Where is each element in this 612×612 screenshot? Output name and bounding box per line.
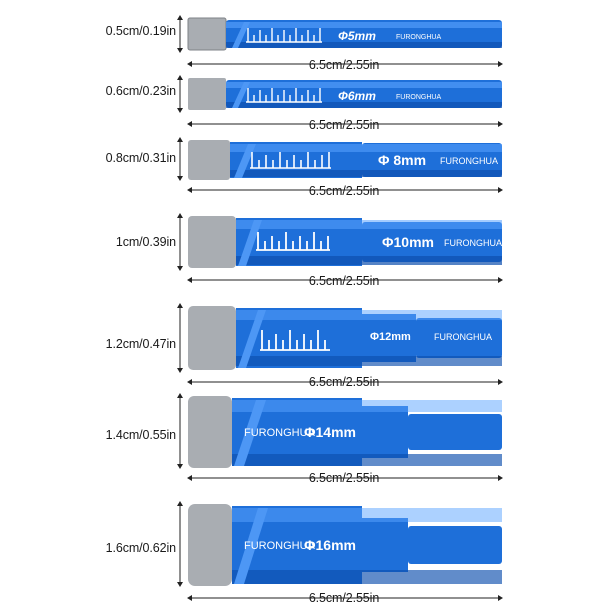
diamond-tip bbox=[188, 18, 226, 50]
bit-row-14mm: 1.4cm/0.55in FURONGHUA Φ14mm 6.5cm/2.55i… bbox=[0, 392, 612, 492]
arrow-icon bbox=[177, 48, 183, 53]
arrow-icon bbox=[187, 595, 192, 601]
arrow-icon bbox=[187, 187, 192, 193]
arrow-icon bbox=[177, 108, 183, 113]
bit-5mm-drawing: Φ5mm FURONGHUA bbox=[177, 15, 503, 67]
arrow-icon bbox=[177, 393, 183, 398]
length-label: 6.5cm/2.55in bbox=[308, 274, 380, 288]
scale-marks bbox=[246, 88, 322, 103]
size-marking: Φ16mm bbox=[304, 537, 356, 553]
arrow-icon bbox=[498, 475, 503, 481]
scale-marks bbox=[250, 152, 331, 169]
arrow-icon bbox=[177, 368, 183, 373]
spiral-groove bbox=[238, 310, 266, 368]
spiral-groove bbox=[232, 82, 250, 108]
length-label: 6.5cm/2.55in bbox=[308, 471, 380, 485]
diamond-tip bbox=[188, 396, 232, 468]
length-label: 6.5cm/2.55in bbox=[308, 118, 380, 132]
arrow-icon bbox=[187, 475, 192, 481]
brand-marking: FURONGHUA bbox=[396, 94, 441, 101]
size-marking: Φ 8mm bbox=[378, 152, 426, 168]
brand-marking: FURONGHUA bbox=[434, 332, 492, 342]
length-label: 6.5cm/2.55in bbox=[308, 184, 380, 198]
arrow-icon bbox=[177, 176, 183, 181]
arrow-icon bbox=[187, 121, 192, 127]
brand-marking: FURONGHUA bbox=[440, 156, 498, 166]
scale-marks bbox=[260, 330, 330, 351]
diamond-tip bbox=[188, 504, 232, 586]
diameter-label: 1cm/0.39in bbox=[115, 235, 176, 249]
length-label: 6.5cm/2.55in bbox=[308, 58, 380, 72]
diamond-tip bbox=[188, 78, 226, 110]
bit-mid-section bbox=[362, 406, 408, 458]
arrow-icon bbox=[177, 501, 183, 506]
arrow-icon bbox=[177, 266, 183, 271]
bit-8mm-drawing: Φ 8mm FURONGHUA bbox=[177, 137, 503, 193]
bit-mid-section bbox=[362, 518, 408, 572]
bit-row-6mm: 0.6cm/0.23in Φ6mm FURONGHUA 6.5cm/2.55in bbox=[0, 72, 612, 140]
arrow-icon bbox=[177, 137, 183, 142]
brand-marking: FURONGHUA bbox=[244, 427, 316, 439]
diameter-label: 1.4cm/0.55in bbox=[105, 428, 176, 442]
bit-shank bbox=[408, 414, 502, 450]
diameter-label: 0.8cm/0.31in bbox=[105, 151, 176, 165]
arrow-icon bbox=[187, 277, 192, 283]
arrow-icon bbox=[498, 595, 503, 601]
size-marking: Φ12mm bbox=[370, 331, 411, 343]
arrow-icon bbox=[498, 379, 503, 385]
spiral-groove bbox=[234, 144, 256, 178]
spiral-groove bbox=[232, 22, 250, 48]
diamond-tip bbox=[188, 306, 236, 370]
bit-12mm-drawing: Φ12mm FURONGHUA bbox=[177, 303, 503, 385]
spiral-groove bbox=[234, 400, 266, 466]
arrow-icon bbox=[177, 75, 183, 80]
scale-marks bbox=[246, 28, 322, 43]
arrow-icon bbox=[177, 15, 183, 20]
diameter-label: 1.2cm/0.47in bbox=[105, 337, 176, 351]
size-marking: Φ14mm bbox=[304, 424, 356, 440]
bit-shank bbox=[362, 222, 502, 262]
spiral-groove bbox=[234, 508, 268, 584]
bit-mid-section bbox=[362, 314, 416, 362]
brand-marking: FURONGHUA bbox=[244, 540, 316, 552]
bit-shank bbox=[416, 318, 502, 358]
brand-marking: FURONGHUA bbox=[444, 238, 502, 248]
diameter-label: 0.5cm/0.19in bbox=[105, 24, 176, 38]
arrow-icon bbox=[187, 61, 192, 67]
bit-shank bbox=[408, 526, 502, 564]
length-label: 6.5cm/2.55in bbox=[308, 375, 380, 389]
arrow-icon bbox=[498, 61, 503, 67]
diamond-tip bbox=[188, 140, 230, 180]
bit-16mm-drawing: FURONGHUA Φ16mm bbox=[177, 501, 503, 601]
bit-row-16mm: 1.6cm/0.62in FURONGHUA Φ16mm 6.5cm/2.55i… bbox=[0, 500, 612, 612]
bit-row-8mm: 0.8cm/0.31in Φ 8mm FURONGHUA 6.5cm/2.55i… bbox=[0, 134, 612, 204]
bit-row-5mm: 0.5cm/0.19in Φ5mm FURONGHUA 6.5cm bbox=[0, 10, 612, 80]
bit-14mm-drawing: FURONGHUA Φ14mm bbox=[177, 393, 503, 481]
size-marking: Φ6mm bbox=[338, 89, 376, 103]
size-marking: Φ10mm bbox=[382, 234, 434, 250]
bit-row-12mm: 1.2cm/0.47in Φ12mm FURONGHUA 6.5cm/2.55i… bbox=[0, 300, 612, 394]
arrow-icon bbox=[177, 303, 183, 308]
scale-marks bbox=[256, 232, 330, 251]
arrow-icon bbox=[177, 213, 183, 218]
arrow-icon bbox=[498, 187, 503, 193]
diameter-label: 0.6cm/0.23in bbox=[105, 84, 176, 98]
bit-6mm-drawing: Φ6mm FURONGHUA bbox=[177, 75, 503, 127]
arrow-icon bbox=[498, 121, 503, 127]
diamond-tip bbox=[188, 216, 236, 268]
arrow-icon bbox=[177, 464, 183, 469]
bit-10mm-drawing: Φ10mm FURONGHUA bbox=[177, 213, 503, 283]
diameter-label: 1.6cm/0.62in bbox=[105, 541, 176, 555]
arrow-icon bbox=[177, 582, 183, 587]
length-label: 6.5cm/2.55in bbox=[308, 591, 380, 605]
bit-row-10mm: 1cm/0.39in Φ10mm FURONGHUA 6.5cm/2.55in bbox=[0, 210, 612, 296]
brand-marking: FURONGHUA bbox=[396, 34, 441, 41]
size-marking: Φ5mm bbox=[338, 29, 376, 43]
arrow-icon bbox=[187, 379, 192, 385]
arrow-icon bbox=[498, 277, 503, 283]
spiral-groove bbox=[238, 220, 262, 266]
